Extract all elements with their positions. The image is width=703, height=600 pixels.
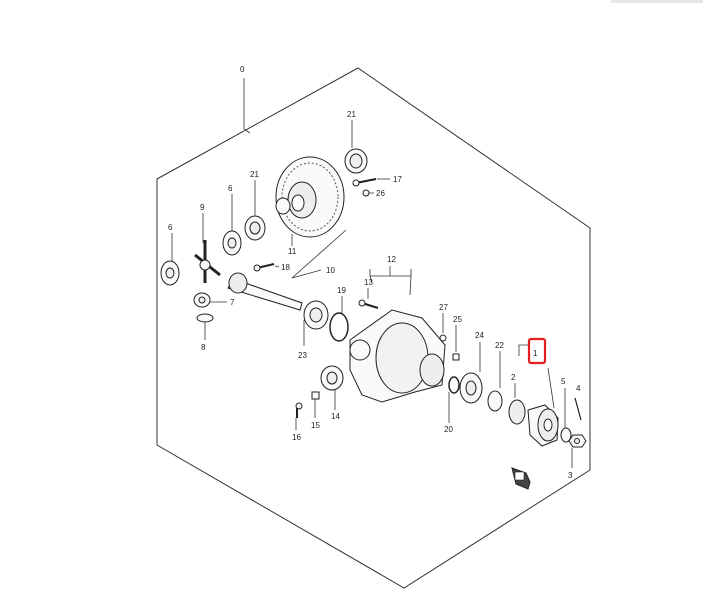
oil-seal-2-icon[interactable] [508,399,526,425]
label-21-left[interactable]: 21 [250,170,259,179]
label-0[interactable]: 0 [240,65,245,74]
label-25[interactable]: 25 [453,315,462,324]
bearing-24-icon[interactable] [459,372,483,404]
label-24[interactable]: 24 [475,331,484,340]
label-14[interactable]: 14 [331,412,340,421]
label-18[interactable]: 18 [281,263,290,272]
label-17[interactable]: 17 [393,175,402,184]
ring-gear-icon[interactable] [275,156,345,238]
highlight-box-part-1[interactable] [527,337,547,365]
bolt-18-icon[interactable] [253,263,275,272]
label-21-upper[interactable]: 21 [347,110,356,119]
label-20[interactable]: 20 [444,425,453,434]
washer-8-icon[interactable] [196,313,214,323]
label-9[interactable]: 9 [200,203,205,212]
bolt-17-icon[interactable] [352,178,377,187]
pinion-gear-14-icon[interactable] [320,365,344,391]
label-11[interactable]: 11 [288,247,297,256]
nut-3-icon[interactable] [568,434,587,448]
bolt-16-icon[interactable] [295,402,303,418]
label-6-upper[interactable]: 6 [228,184,233,193]
pinion-gear-7-icon[interactable] [193,292,211,308]
label-27[interactable]: 27 [439,303,448,312]
cotter-pin-4-icon[interactable] [574,397,582,421]
front-direction-arrow-icon [511,467,531,490]
label-8[interactable]: 8 [201,343,206,352]
label-2[interactable]: 2 [511,373,516,382]
label-10[interactable]: 10 [326,266,335,275]
diagram-frame [156,67,591,589]
seal-20-icon[interactable] [448,376,460,394]
label-6-lower[interactable]: 6 [168,223,173,232]
label-16[interactable]: 16 [292,433,301,442]
label-4[interactable]: 4 [576,384,581,393]
label-26[interactable]: 26 [376,189,385,198]
bearing-21-upper-icon[interactable] [344,148,368,174]
label-23[interactable]: 23 [298,351,307,360]
label-5[interactable]: 5 [561,377,566,386]
side-gear-6-lower-icon[interactable] [160,260,180,286]
bearing-21-left-icon[interactable] [244,215,266,241]
plug-27-icon[interactable] [439,334,447,342]
carrier-housing-12-icon[interactable] [349,309,446,403]
label-13[interactable]: 13 [364,278,373,287]
label-3[interactable]: 3 [568,471,573,480]
washer-5-icon[interactable] [560,427,572,443]
window-top-edge [611,0,703,3]
bolt-13-icon[interactable] [358,299,379,309]
o-ring-19-icon[interactable] [329,312,349,342]
bearing-23-icon[interactable] [303,300,329,330]
label-1[interactable]: 1 [533,349,538,358]
pinion-shaft-10-icon[interactable] [227,272,303,311]
washer-26-icon[interactable] [362,189,370,197]
nut-25-icon[interactable] [452,353,460,361]
label-12[interactable]: 12 [387,255,396,264]
label-15[interactable]: 15 [311,421,320,430]
spacer-22-icon[interactable] [487,390,503,412]
plug-15-icon[interactable] [311,391,320,400]
label-19[interactable]: 19 [337,286,346,295]
label-22[interactable]: 22 [495,341,504,350]
side-gear-6-upper-icon[interactable] [222,230,242,256]
pinion-cross-9-icon[interactable] [194,240,221,283]
flange-1-icon[interactable] [527,404,559,447]
label-7[interactable]: 7 [230,298,235,307]
